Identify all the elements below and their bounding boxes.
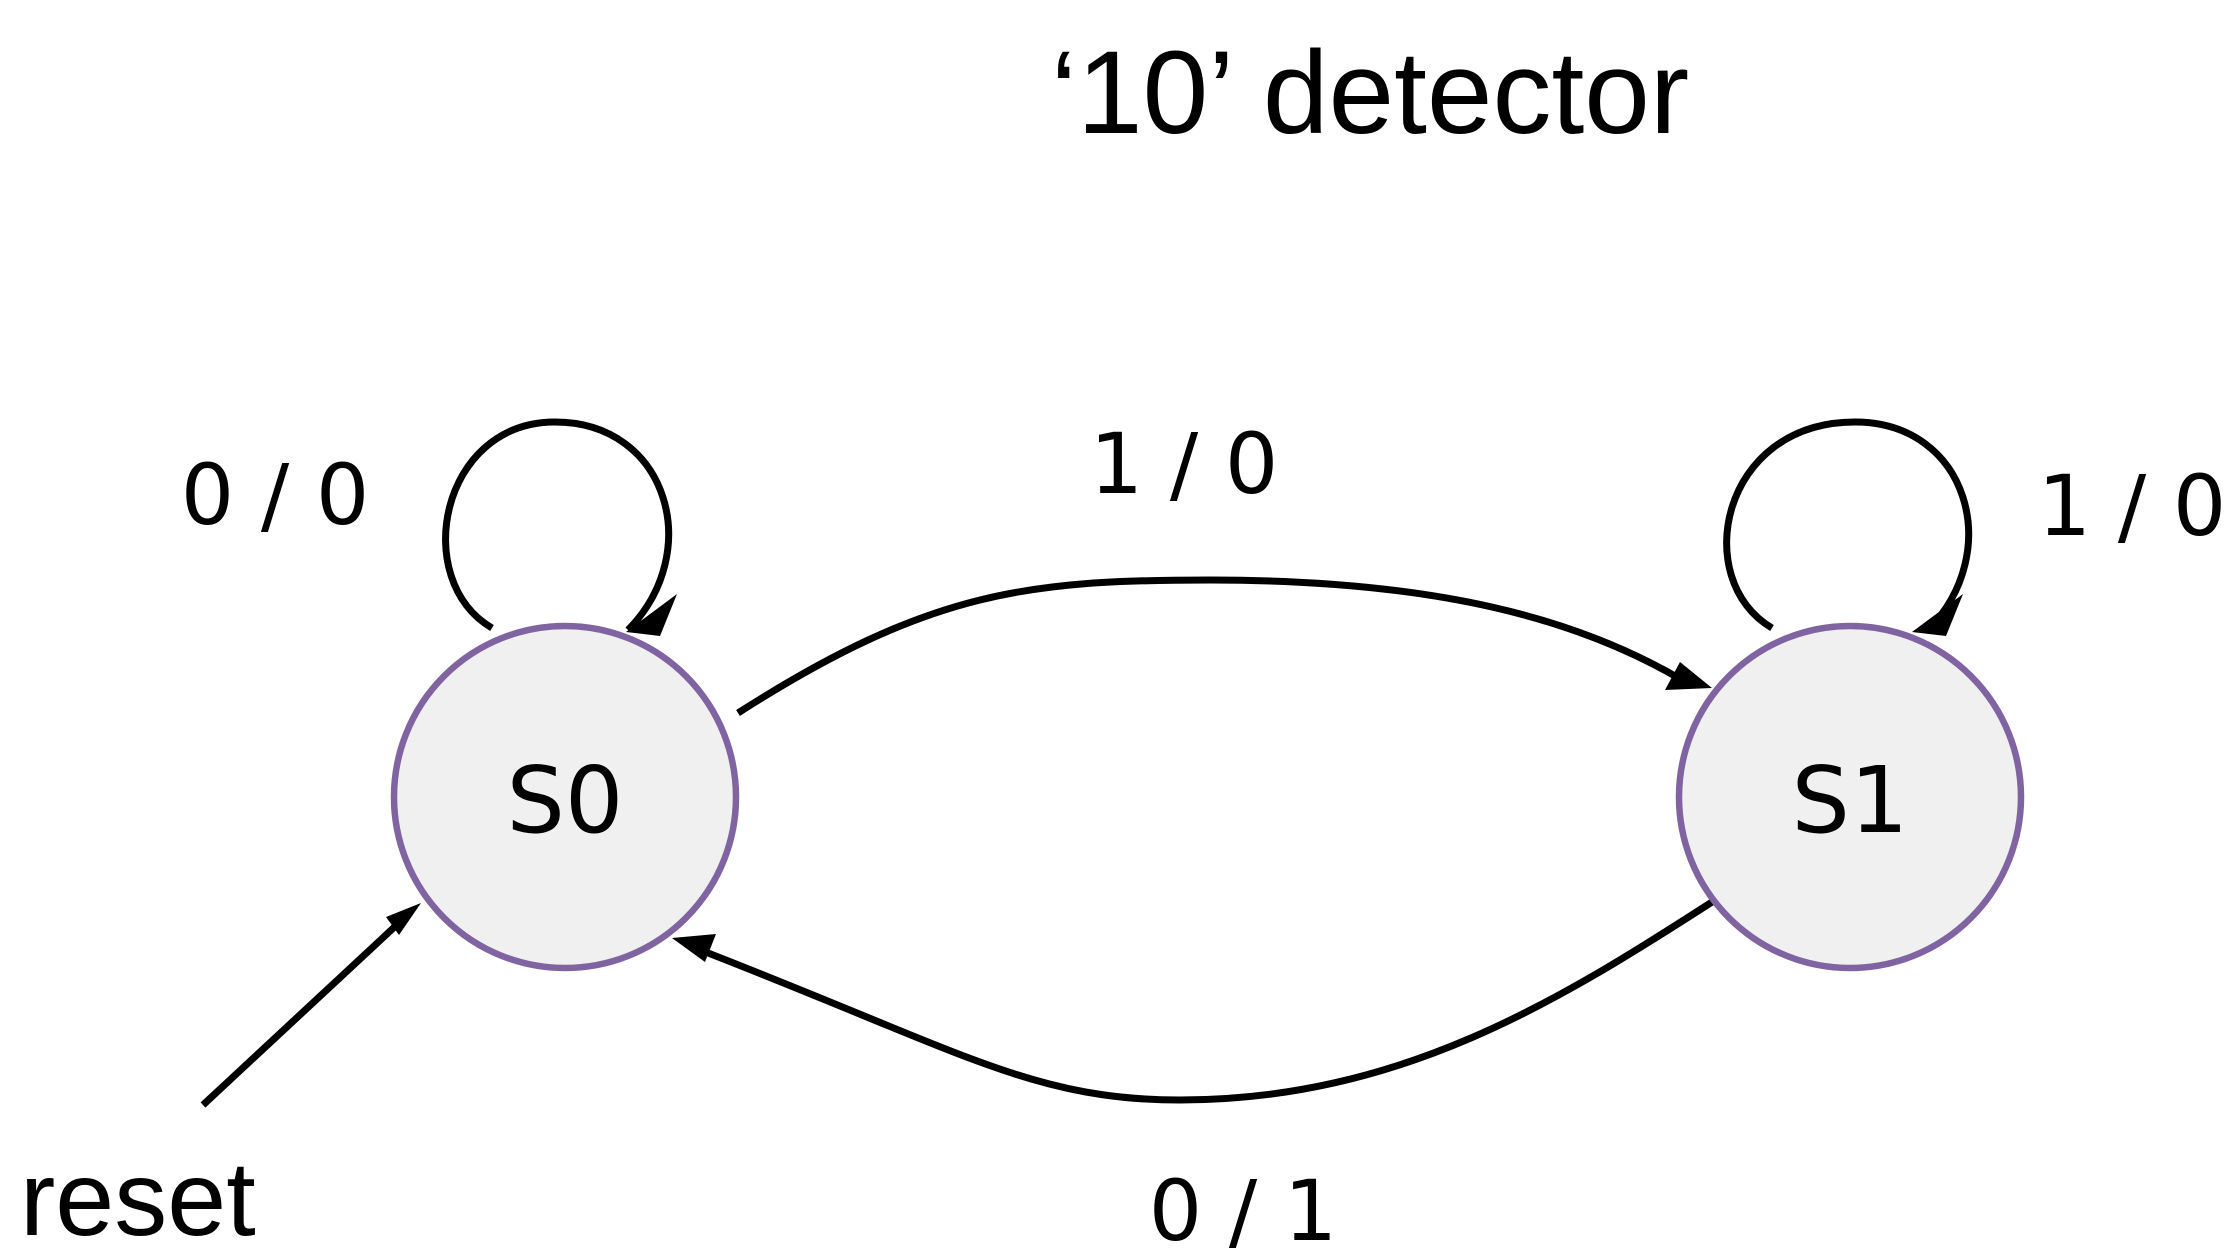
- transition-label-s1-self: 1 / 0: [2038, 457, 2224, 555]
- diagram-title: ‘10’ detector: [1051, 27, 1689, 159]
- transition-s1-to-s0: [688, 899, 1714, 1104]
- transition-s1-self-loop: [1723, 418, 1973, 633]
- initial-reset-arrowhead: [386, 903, 421, 935]
- transition-s1-self-loop-arrowhead: [1912, 594, 1963, 636]
- transition-s0-self-loop: [442, 418, 673, 633]
- transition-s0-to-s1-arrowhead: [1665, 662, 1712, 690]
- transition-label-s1-to-s0: 0 / 1: [1149, 1162, 1338, 1254]
- state-node-s1: S1: [1675, 622, 2025, 972]
- transition-label-s0-to-s1: 1 / 0: [1090, 415, 1279, 513]
- initial-reset-arrow: [200, 917, 405, 1108]
- state-label-s0: S0: [507, 747, 624, 854]
- state-circle-s1: [1675, 622, 2025, 972]
- state-circle-s0: [390, 622, 740, 972]
- transition-s0-to-s1: [736, 576, 1684, 716]
- transition-s1-to-s0-arrowhead: [672, 934, 716, 962]
- state-label-s1: S1: [1792, 747, 1909, 854]
- transition-label-s0-self: 0 / 0: [181, 446, 370, 544]
- transition-s0-self-loop-arrowhead: [626, 594, 677, 636]
- state-node-s0: S0: [390, 622, 740, 972]
- reset-label: reset: [20, 1140, 256, 1254]
